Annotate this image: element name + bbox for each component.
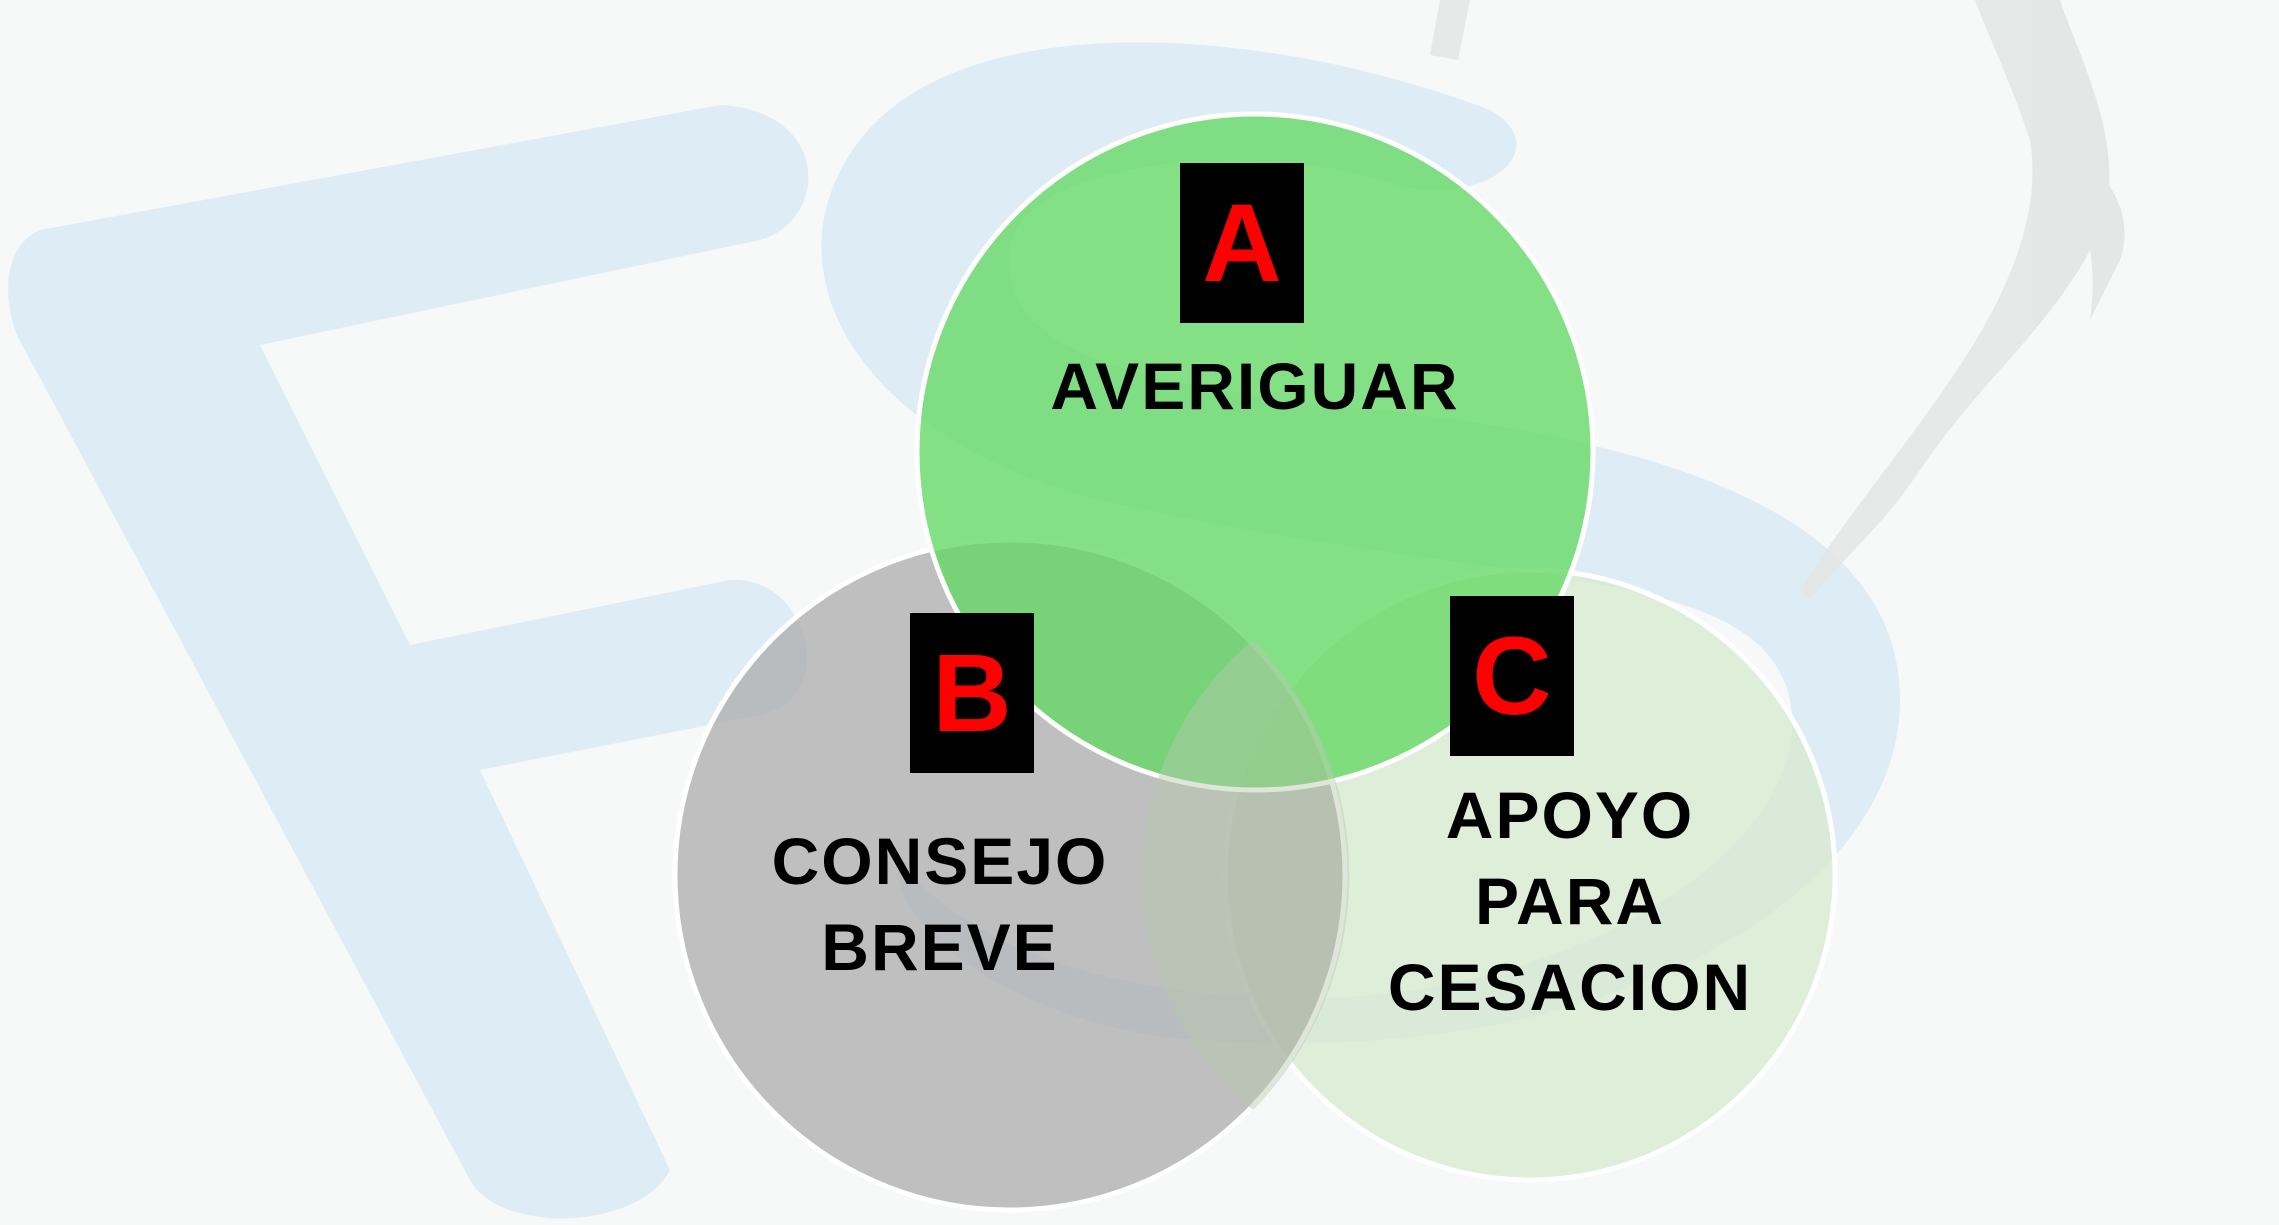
badge-c-letter: C — [1472, 614, 1552, 738]
label-para: PARA — [1474, 864, 1666, 938]
badge-a-letter: A — [1202, 181, 1282, 305]
brush-stroke-decoration — [1430, 0, 2125, 600]
badge-b: B — [910, 613, 1034, 773]
badge-b-letter: B — [932, 631, 1012, 755]
label-averiguar: AVERIGUAR — [1050, 349, 1460, 423]
label-cesacion: CESACION — [1387, 950, 1753, 1024]
label-apoyo-para-cesacion: APOYO PARA CESACION — [1330, 772, 1810, 1030]
label-consejo-breve: CONSEJO BREVE — [700, 818, 1180, 990]
watermark-letter-f — [8, 105, 809, 1219]
badge-a: A — [1180, 163, 1304, 323]
label-apoyo: APOYO — [1445, 778, 1695, 852]
badge-c: C — [1450, 596, 1574, 756]
overlap-b-c — [1142, 640, 1350, 1110]
label-breve: BREVE — [821, 910, 1059, 984]
circle-a — [914, 111, 1596, 793]
label-consejo: CONSEJO — [771, 824, 1109, 898]
